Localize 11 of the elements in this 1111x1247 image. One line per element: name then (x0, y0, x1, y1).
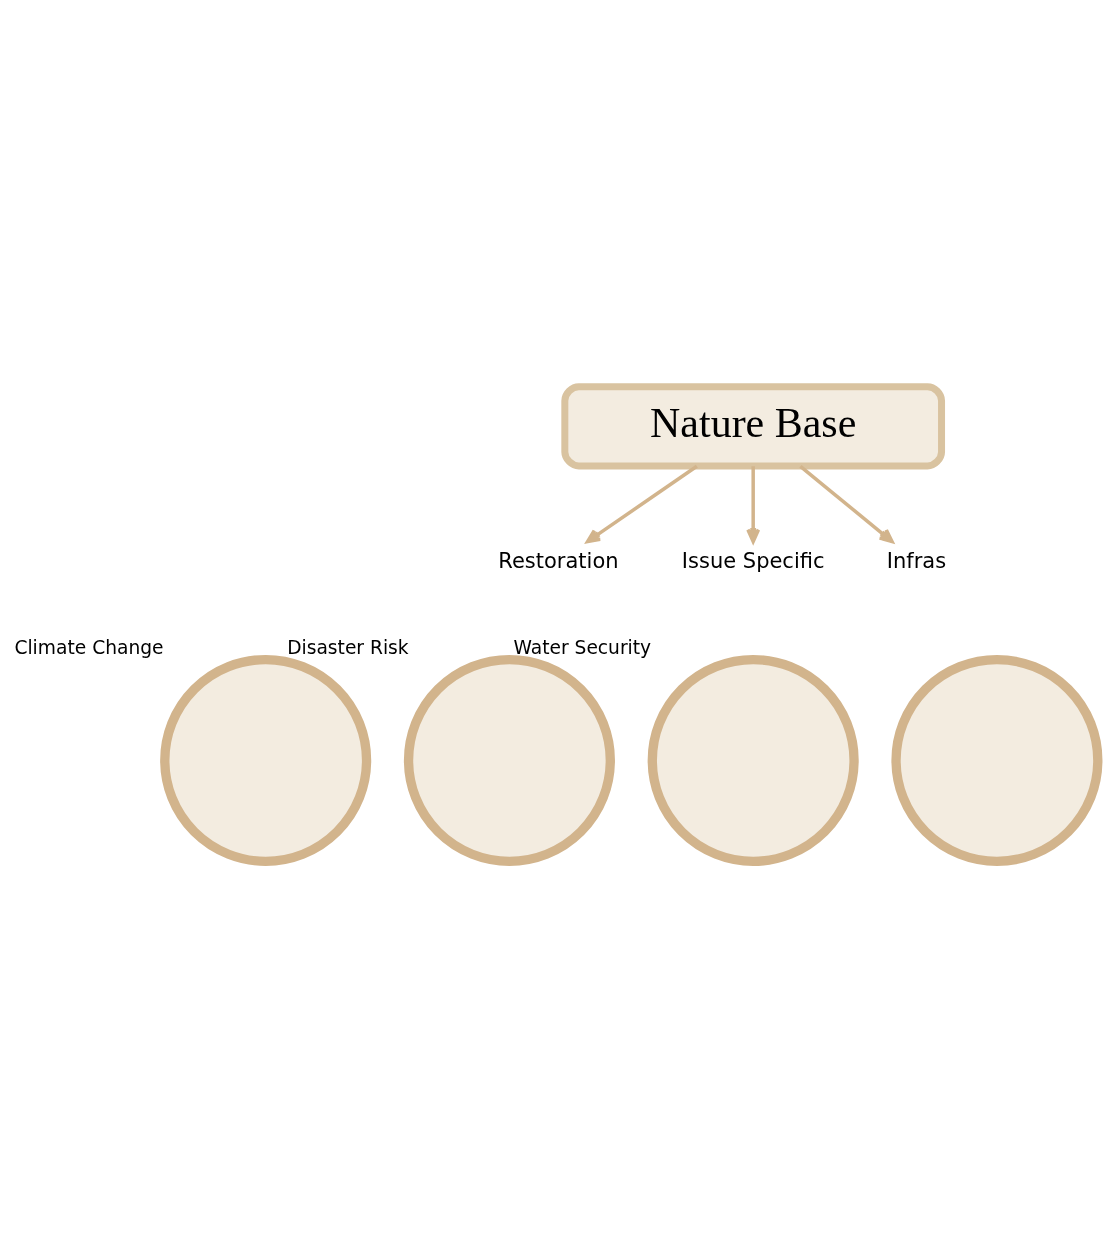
node-text: Restoration (498, 548, 619, 573)
node-label: Climate Change (14, 636, 164, 658)
node-text: Issue Specific (681, 548, 825, 573)
node-label: Water Security (513, 636, 652, 658)
arrow (799, 464, 894, 543)
arrow (746, 465, 761, 543)
node-label: Disaster Risk (287, 636, 409, 658)
arrow (585, 464, 698, 543)
node-box: Nature Base (561, 382, 946, 469)
node-text: Infras (886, 548, 947, 573)
node-circle (891, 654, 1103, 866)
